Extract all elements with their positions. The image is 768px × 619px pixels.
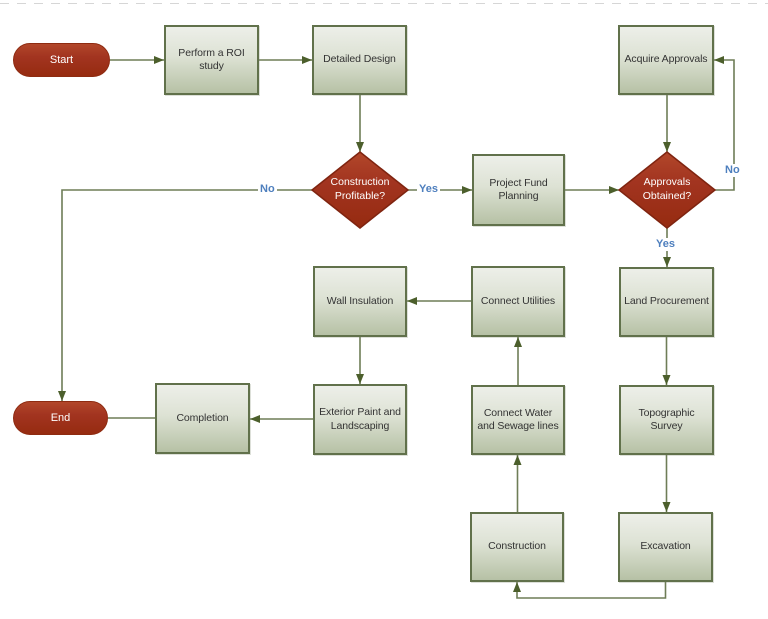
node-construction-label: Construction (488, 540, 546, 553)
node-connect-utilities[interactable]: Connect Utilities (471, 266, 565, 337)
edge-label-profitable-yes: Yes (417, 183, 440, 196)
node-detailed-design-label: Detailed Design (323, 53, 396, 66)
decision-approvals-obtained-shape[interactable] (617, 151, 717, 229)
node-construction[interactable]: Construction (470, 512, 564, 582)
node-perform-roi-study-label: Perform a ROI study (178, 46, 245, 72)
node-acquire-approvals[interactable]: Acquire Approvals (618, 25, 714, 95)
node-project-fund-planning[interactable]: Project Fund Planning (472, 154, 565, 226)
edge-label-profitable-no: No (258, 183, 277, 196)
node-completion[interactable]: Completion (155, 383, 250, 454)
node-land-procurement[interactable]: Land Procurement (619, 267, 714, 337)
node-excavation-label: Excavation (640, 540, 691, 553)
decision-approvals-obtained-label: Approvals Obtained? (642, 176, 692, 202)
edge-approvals-no-to-acquire (714, 56, 735, 191)
node-start[interactable]: Start (13, 43, 110, 77)
edge-label-approvals-no: No (723, 164, 742, 177)
node-connect-water-sewage-label: Connect Water and Sewage lines (477, 406, 559, 432)
node-exterior-paint-landscaping[interactable]: Exterior Paint and Landscaping (313, 384, 407, 455)
decision-construction-profitable-label: Construction Profitable? (330, 176, 390, 202)
node-connect-water-sewage[interactable]: Connect Water and Sewage lines (471, 385, 565, 455)
node-wall-insulation-label: Wall Insulation (326, 294, 394, 307)
node-acquire-approvals-label: Acquire Approvals (624, 53, 708, 66)
node-perform-roi-study[interactable]: Perform a ROI study (164, 25, 259, 95)
node-connect-utilities-label: Connect Utilities (480, 294, 556, 307)
node-project-fund-planning-label: Project Fund Planning (489, 176, 548, 202)
edge-profitable-no-to-end (58, 189, 312, 401)
node-land-procurement-label: Land Procurement (624, 295, 709, 308)
node-topographic-survey[interactable]: Topographic Survey (619, 385, 714, 455)
node-wall-insulation[interactable]: Wall Insulation (313, 266, 407, 337)
edge-label-approvals-yes: Yes (654, 238, 677, 251)
page-boundary-dashed-line (0, 3, 768, 4)
node-exterior-paint-landscaping-label: Exterior Paint and Landscaping (319, 406, 401, 432)
node-start-label: Start (49, 54, 74, 66)
node-topographic-survey-label: Topographic Survey (638, 406, 695, 432)
node-end[interactable]: End (13, 401, 108, 435)
node-completion-label: Completion (176, 411, 229, 424)
node-excavation[interactable]: Excavation (618, 512, 713, 582)
node-end-label: End (50, 412, 71, 424)
node-detailed-design[interactable]: Detailed Design (312, 25, 407, 95)
decision-construction-profitable-shape[interactable] (310, 151, 410, 229)
edge-excavation-to-construction (513, 582, 667, 599)
